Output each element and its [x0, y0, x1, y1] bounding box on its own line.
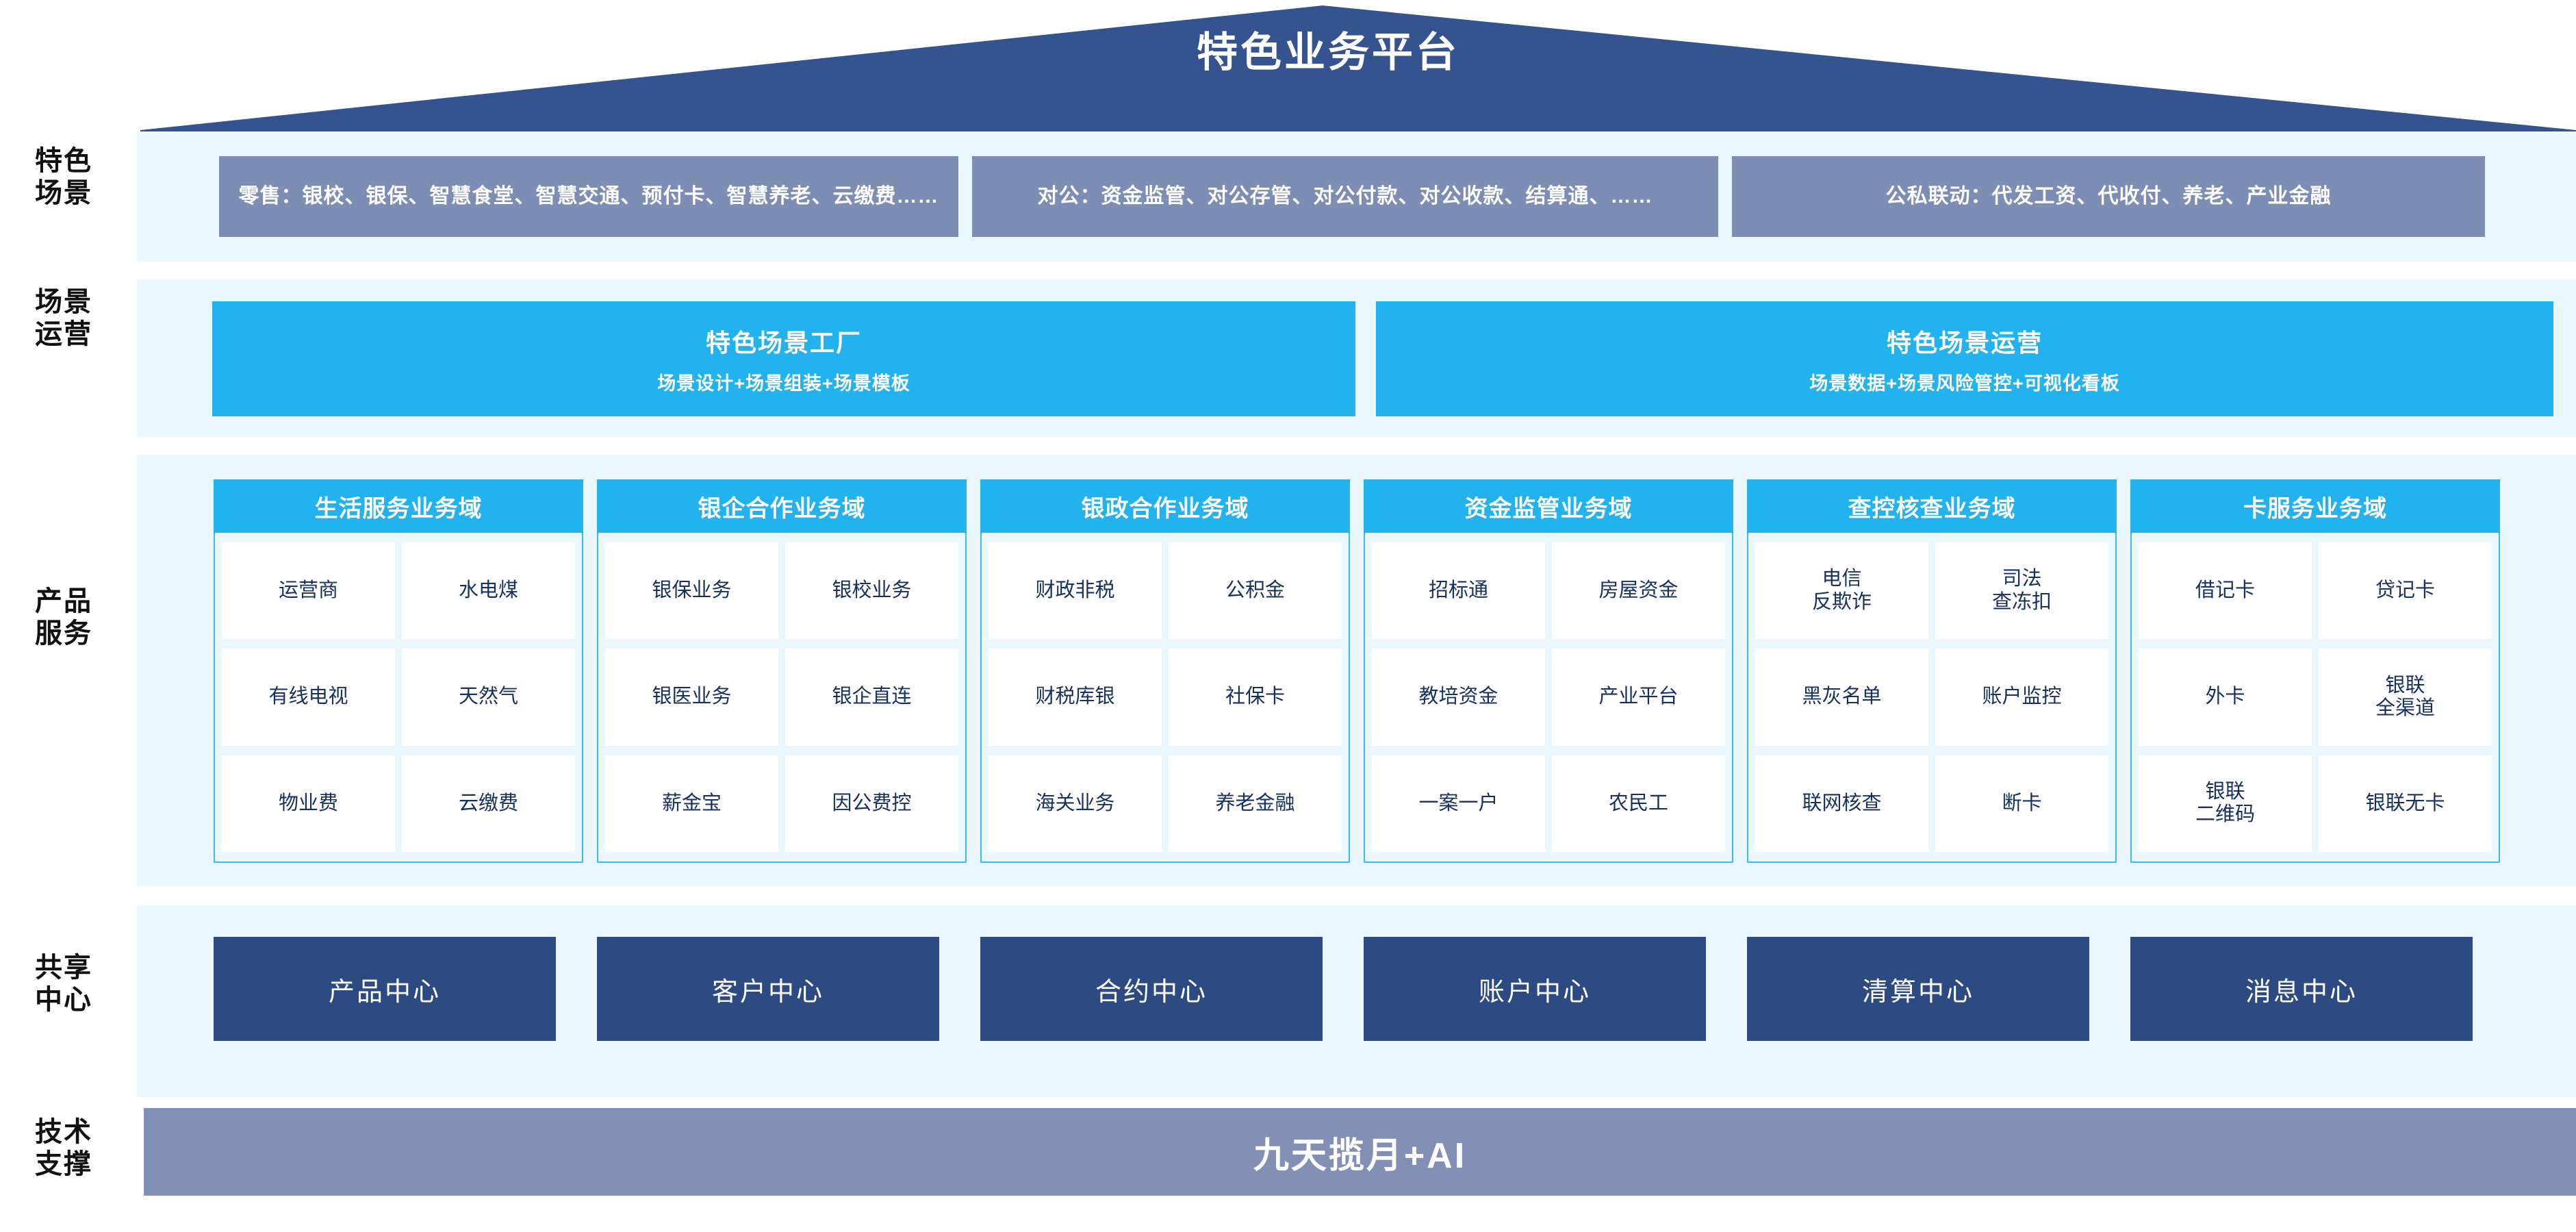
domain-item[interactable]: 电信 反欺诈: [1755, 542, 1928, 640]
domain-card-bank-enterprise[interactable]: 银企合作业务域 银保业务 银校业务 银医业务 银企直连 薪金宝 因公费控: [597, 479, 967, 863]
shared-center-contract[interactable]: 合约中心: [980, 937, 1323, 1041]
shared-center-message[interactable]: 消息中心: [2130, 937, 2473, 1041]
domain-item[interactable]: 财政非税: [989, 542, 1162, 640]
shared-center-product[interactable]: 产品中心: [214, 937, 556, 1041]
row-label-product: 产品 服务: [35, 586, 92, 649]
domain-item[interactable]: 账户监控: [1935, 649, 2108, 746]
tech-support-bar[interactable]: 九天揽月+AI: [144, 1108, 2576, 1196]
domain-row: 物业费 云缴费: [222, 755, 575, 852]
domain-item[interactable]: 养老金融: [1169, 755, 1342, 852]
domain-row: 银保业务 银校业务: [605, 542, 958, 640]
domain-item[interactable]: 银企直连: [785, 649, 958, 746]
domain-item[interactable]: 贷记卡: [2319, 542, 2492, 640]
scenario-box-linkage[interactable]: 公私联动：代发工资、代收付、养老、产业金融: [1732, 156, 2485, 237]
domain-title: 查控核查业务域: [1747, 479, 2117, 533]
shared-center-account[interactable]: 账户中心: [1364, 937, 1706, 1041]
domain-item[interactable]: 有线电视: [222, 649, 395, 746]
domain-item[interactable]: 天然气: [402, 649, 575, 746]
domain-body: 运营商 水电煤 有线电视 天然气 物业费 云缴费: [214, 533, 583, 863]
domain-item[interactable]: 银校业务: [785, 542, 958, 640]
domain-title: 生活服务业务域: [214, 479, 583, 533]
domain-body: 借记卡 贷记卡 外卡 银联 全渠道 银联 二维码 银联无卡: [2130, 533, 2500, 863]
domain-row: 黑灰名单 账户监控: [1755, 649, 2108, 746]
page-title: 特色业务平台: [1197, 29, 1459, 75]
domain-item[interactable]: 外卡: [2139, 649, 2312, 746]
domain-item[interactable]: 借记卡: [2139, 542, 2312, 640]
domain-title: 银企合作业务域: [597, 479, 967, 533]
domain-row: 银联 二维码 银联无卡: [2139, 755, 2492, 852]
domain-item[interactable]: 运营商: [222, 542, 395, 640]
domain-row: 教培资金 产业平台: [1372, 649, 1725, 746]
domain-item[interactable]: 招标通: [1372, 542, 1545, 640]
domain-item[interactable]: 财税库银: [989, 649, 1162, 746]
scenario-box-corporate[interactable]: 对公：资金监管、对公存管、对公付款、对公收款、结算通、……: [972, 156, 1718, 237]
domain-row: 外卡 银联 全渠道: [2139, 649, 2492, 746]
row-label-operation: 场景 运营: [35, 287, 92, 350]
domain-item[interactable]: 联网核查: [1755, 755, 1928, 852]
operation-subtitle: 场景数据+场景风险管控+可视化看板: [1809, 373, 2120, 394]
domain-row: 有线电视 天然气: [222, 649, 575, 746]
domain-item[interactable]: 薪金宝: [605, 755, 778, 852]
domain-card-bank-government[interactable]: 银政合作业务域 财政非税 公积金 财税库银 社保卡 海关业务 养老金融: [980, 479, 1350, 863]
domain-item[interactable]: 产业平台: [1552, 649, 1725, 746]
domain-item[interactable]: 银保业务: [605, 542, 778, 640]
domain-item[interactable]: 一案一户: [1372, 755, 1545, 852]
domain-row: 薪金宝 因公费控: [605, 755, 958, 852]
domain-row: 财税库银 社保卡: [989, 649, 1342, 746]
domain-item[interactable]: 房屋资金: [1552, 542, 1725, 640]
domain-title: 卡服务业务域: [2130, 479, 2500, 533]
domain-body: 电信 反欺诈 司法 查冻扣 黑灰名单 账户监控 联网核查 断卡: [1747, 533, 2117, 863]
domain-item[interactable]: 社保卡: [1169, 649, 1342, 746]
domain-item[interactable]: 断卡: [1935, 755, 2108, 852]
domain-item[interactable]: 银联无卡: [2319, 755, 2492, 852]
domain-row: 一案一户 农民工: [1372, 755, 1725, 852]
domain-card-life-service[interactable]: 生活服务业务域 运营商 水电煤 有线电视 天然气 物业费 云缴费: [214, 479, 583, 863]
domain-item[interactable]: 物业费: [222, 755, 395, 852]
row-label-scenario: 特色 场景: [35, 146, 92, 209]
row-label-tech: 技术 支撑: [35, 1117, 92, 1180]
domain-item[interactable]: 因公费控: [785, 755, 958, 852]
domain-row: 运营商 水电煤: [222, 542, 575, 640]
operation-title: 特色场景工厂: [705, 328, 862, 357]
domain-card-fund-supervision[interactable]: 资金监管业务域 招标通 房屋资金 教培资金 产业平台 一案一户 农民工: [1364, 479, 1733, 863]
domain-title: 银政合作业务域: [980, 479, 1350, 533]
domain-row: 联网核查 断卡: [1755, 755, 2108, 852]
domain-item[interactable]: 公积金: [1169, 542, 1342, 640]
row-label-shared: 共享 中心: [35, 953, 92, 1016]
domain-item[interactable]: 云缴费: [402, 755, 575, 852]
domain-item[interactable]: 水电煤: [402, 542, 575, 640]
domain-body: 银保业务 银校业务 银医业务 银企直连 薪金宝 因公费控: [597, 533, 967, 863]
domain-row: 财政非税 公积金: [989, 542, 1342, 640]
domain-row: 招标通 房屋资金: [1372, 542, 1725, 640]
domain-card-investigation[interactable]: 查控核查业务域 电信 反欺诈 司法 查冻扣 黑灰名单 账户监控 联网核查 断卡: [1747, 479, 2117, 863]
scenario-box-retail[interactable]: 零售：银校、银保、智慧食堂、智慧交通、预付卡、智慧养老、云缴费……: [219, 156, 958, 237]
domain-title: 资金监管业务域: [1364, 479, 1733, 533]
domain-item[interactable]: 银联 二维码: [2139, 755, 2312, 852]
domain-item[interactable]: 银医业务: [605, 649, 778, 746]
domain-row: 借记卡 贷记卡: [2139, 542, 2492, 640]
domain-body: 财政非税 公积金 财税库银 社保卡 海关业务 养老金融: [980, 533, 1350, 863]
domain-item[interactable]: 农民工: [1552, 755, 1725, 852]
domain-card-card-service[interactable]: 卡服务业务域 借记卡 贷记卡 外卡 银联 全渠道 银联 二维码 银联无卡: [2130, 479, 2500, 863]
domain-item[interactable]: 司法 查冻扣: [1935, 542, 2108, 640]
operation-box-scene-factory[interactable]: 特色场景工厂 场景设计+场景组装+场景模板: [212, 301, 1355, 416]
domain-row: 银医业务 银企直连: [605, 649, 958, 746]
domain-body: 招标通 房屋资金 教培资金 产业平台 一案一户 农民工: [1364, 533, 1733, 863]
operation-subtitle: 场景设计+场景组装+场景模板: [657, 373, 910, 394]
operation-box-scene-operation[interactable]: 特色场景运营 场景数据+场景风险管控+可视化看板: [1376, 301, 2553, 416]
domain-row: 海关业务 养老金融: [989, 755, 1342, 852]
domain-item[interactable]: 黑灰名单: [1755, 649, 1928, 746]
domain-item[interactable]: 教培资金: [1372, 649, 1545, 746]
shared-center-clearing[interactable]: 清算中心: [1747, 937, 2089, 1041]
domain-item[interactable]: 银联 全渠道: [2319, 649, 2492, 746]
operation-title: 特色场景运营: [1886, 328, 2043, 357]
platform-roof: [0, 0, 2576, 134]
shared-center-customer[interactable]: 客户中心: [597, 937, 939, 1041]
domain-row: 电信 反欺诈 司法 查冻扣: [1755, 542, 2108, 640]
domain-item[interactable]: 海关业务: [989, 755, 1162, 852]
